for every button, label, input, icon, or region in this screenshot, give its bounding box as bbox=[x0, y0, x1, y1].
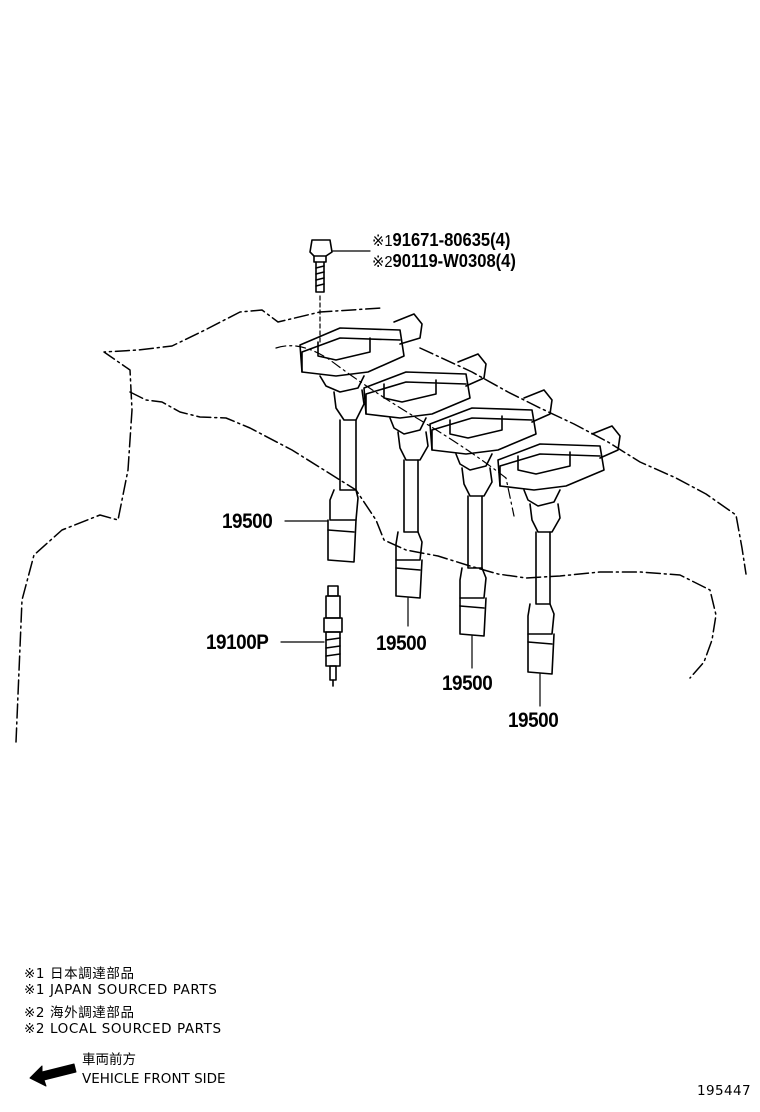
note-line-3: ※2 海外調達部品 bbox=[24, 1005, 135, 1021]
ignition-coil-4 bbox=[497, 425, 621, 675]
ignition-coil-3 bbox=[429, 389, 553, 637]
coil-label-2: 19500 bbox=[376, 632, 427, 655]
coil-label-1: 19500 bbox=[222, 510, 273, 533]
bolt-part-number-2: ※290119-W0308(4) bbox=[372, 251, 516, 272]
bolt-part-number-2-text: 90119-W0308(4) bbox=[392, 251, 516, 271]
coil-label-4: 19500 bbox=[508, 709, 559, 732]
vehicle-front-legend: 車両前方 VEHICLE FRONT SIDE bbox=[82, 1051, 226, 1089]
sourcing-notes: ※1 日本調達部品 ※1 JAPAN SOURCED PARTS ※2 海外調達… bbox=[24, 962, 222, 1040]
spark-plug-icon bbox=[323, 585, 343, 687]
arrow-left-icon bbox=[29, 1063, 77, 1087]
vehicle-front-en: VEHICLE FRONT SIDE bbox=[82, 1071, 226, 1087]
note-mark-1: ※1 bbox=[372, 233, 393, 250]
engine-head-outline bbox=[15, 307, 747, 743]
coil-label-3: 19500 bbox=[442, 672, 493, 695]
note-line-2: ※1 JAPAN SOURCED PARTS bbox=[24, 981, 218, 998]
ignition-coil-2 bbox=[363, 353, 487, 599]
illustration-number: 195447 bbox=[697, 1083, 751, 1099]
bolt-icon bbox=[309, 239, 333, 345]
note-line-1: ※1 日本調達部品 bbox=[24, 966, 135, 982]
note-line-4: ※2 LOCAL SOURCED PARTS bbox=[24, 1020, 222, 1037]
bolt-part-number-1-text: 91671-80635(4) bbox=[392, 230, 511, 250]
coil-mounting-centerline bbox=[275, 345, 515, 517]
note-mark-2: ※2 bbox=[372, 254, 393, 271]
spark-plug-label: 19100P bbox=[206, 631, 269, 654]
bolt-part-number-1: ※191671-80635(4) bbox=[372, 230, 510, 251]
ignition-coil-1 bbox=[299, 313, 423, 563]
vehicle-front-jp: 車両前方 bbox=[82, 1052, 136, 1068]
